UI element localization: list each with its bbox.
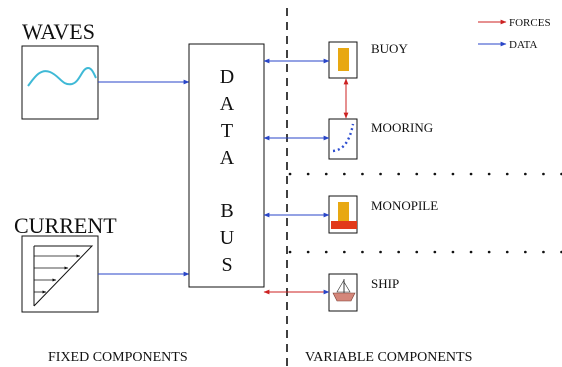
- waves-box: [21, 45, 99, 120]
- data-bus-letter: U: [220, 227, 235, 249]
- legend-data-label: DATA: [509, 39, 538, 51]
- wave-icon: [27, 66, 97, 87]
- current-label: CURRENT: [14, 213, 117, 238]
- data-bus-letter: A: [220, 93, 235, 115]
- data-bus-label: D A T A B U S: [220, 66, 235, 276]
- current-profile-icon: [33, 245, 94, 307]
- fixed-components-title: FIXED COMPONENTS: [48, 350, 188, 365]
- ship-box: [328, 273, 358, 312]
- data-bus-letter: S: [221, 254, 232, 276]
- mooring-line-icon: [332, 123, 355, 153]
- mooring-box: [328, 118, 358, 160]
- waves-label: WAVES: [22, 19, 95, 44]
- buoy-icon: [338, 48, 349, 71]
- legend: FORCES DATA: [478, 17, 551, 51]
- monopile-base-icon: [331, 221, 357, 229]
- ship-icon: [332, 278, 356, 302]
- mooring-label: MOORING: [371, 120, 433, 135]
- data-bus-letter: D: [220, 66, 234, 88]
- data-bus-letter: B: [220, 200, 233, 222]
- legend-forces-label: FORCES: [509, 17, 551, 29]
- current-box: [21, 235, 99, 313]
- data-bus-letter: T: [221, 120, 233, 142]
- monopile-label: MONOPILE: [371, 198, 438, 213]
- data-bus-box: [188, 43, 265, 288]
- variable-components-title: VARIABLE COMPONENTS: [305, 350, 472, 365]
- buoy-label: BUOY: [371, 41, 408, 56]
- ship-label: SHIP: [371, 276, 399, 291]
- monopile-tower-icon: [338, 202, 349, 221]
- data-bus-letter: A: [220, 147, 235, 169]
